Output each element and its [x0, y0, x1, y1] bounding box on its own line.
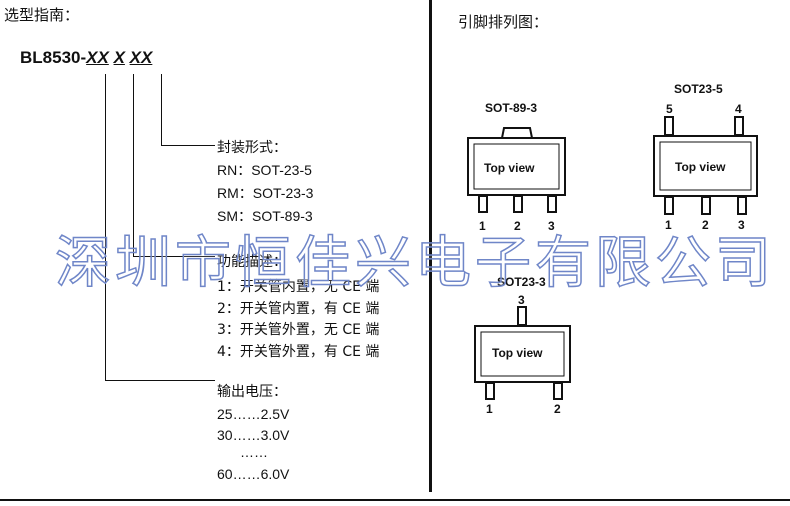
sot233-pin	[485, 382, 495, 400]
sot89-pin	[513, 195, 523, 213]
function-heading: 功能描述：	[217, 254, 287, 270]
voltage-leader	[105, 74, 106, 381]
part-number: BL8530-XX X XX	[20, 48, 153, 67]
voltage-item: ……	[240, 444, 268, 460]
voltage-item: 60……6.0V	[217, 466, 290, 482]
sot89-pin	[547, 195, 557, 213]
function-leader-h	[133, 256, 215, 257]
package-heading: 封装形式：	[217, 140, 287, 156]
bottom-rule	[0, 499, 790, 501]
voltage-item: 25……2.5V	[217, 406, 290, 422]
sot235-pin	[664, 116, 674, 136]
sot235-pin	[737, 196, 747, 215]
sot233-pin	[553, 382, 563, 400]
pinout-diagrams: SOT-89-3 Top view 1 2 3 SOT23-5 5 4 Top …	[467, 82, 758, 416]
voltage-heading: 输出电压：	[217, 384, 287, 400]
pin-number: 3	[548, 219, 555, 233]
section-title-selection: 选型指南：	[4, 6, 80, 24]
sot89-label: SOT-89-3	[485, 101, 537, 115]
pin-number: 5	[666, 102, 673, 116]
pin-number: 1	[665, 218, 672, 232]
function-leader	[133, 74, 134, 257]
voltage-item: 30……3.0V	[217, 427, 290, 443]
voltage-leader-h	[105, 380, 215, 381]
sot235-pin	[734, 116, 744, 136]
pin-number: 1	[479, 219, 486, 233]
package-leader	[161, 74, 162, 146]
pin-number: 3	[738, 218, 745, 232]
pin-number: 3	[518, 293, 525, 307]
function-item: 4：开关管外置，有 CE 端	[217, 344, 380, 360]
sot233-label: SOT23-3	[497, 275, 546, 289]
sot89-tab	[501, 127, 533, 139]
pin-number: 1	[486, 402, 493, 416]
package-item: RN：SOT-23-5	[217, 162, 312, 178]
top-view-label: Top view	[675, 160, 726, 174]
package-item: SM：SOT-89-3	[217, 208, 313, 224]
sot233-pin	[517, 306, 527, 326]
sot89-pin	[478, 195, 488, 213]
pin-number: 2	[702, 218, 709, 232]
package-item: RM：SOT-23-3	[217, 185, 314, 201]
section-title-pinout: 引脚排列图：	[458, 13, 549, 31]
watermark: 深圳市恒佳兴电子有限公司	[54, 230, 775, 297]
column-divider	[429, 0, 432, 492]
top-view-label: Top view	[492, 346, 543, 360]
sot235-pin	[664, 196, 674, 215]
pin-number: 4	[735, 102, 742, 116]
sot235-pin	[701, 196, 711, 215]
pin-number: 2	[554, 402, 561, 416]
package-leader-h	[161, 145, 215, 146]
sot235-label: SOT23-5	[674, 82, 723, 96]
function-item: 3：开关管外置，无 CE 端	[217, 322, 380, 338]
function-item: 1：开关管内置，无 CE 端	[217, 279, 380, 295]
top-view-label: Top view	[484, 161, 535, 175]
pin-number: 2	[514, 219, 521, 233]
function-item: 2：开关管内置，有 CE 端	[217, 301, 380, 317]
